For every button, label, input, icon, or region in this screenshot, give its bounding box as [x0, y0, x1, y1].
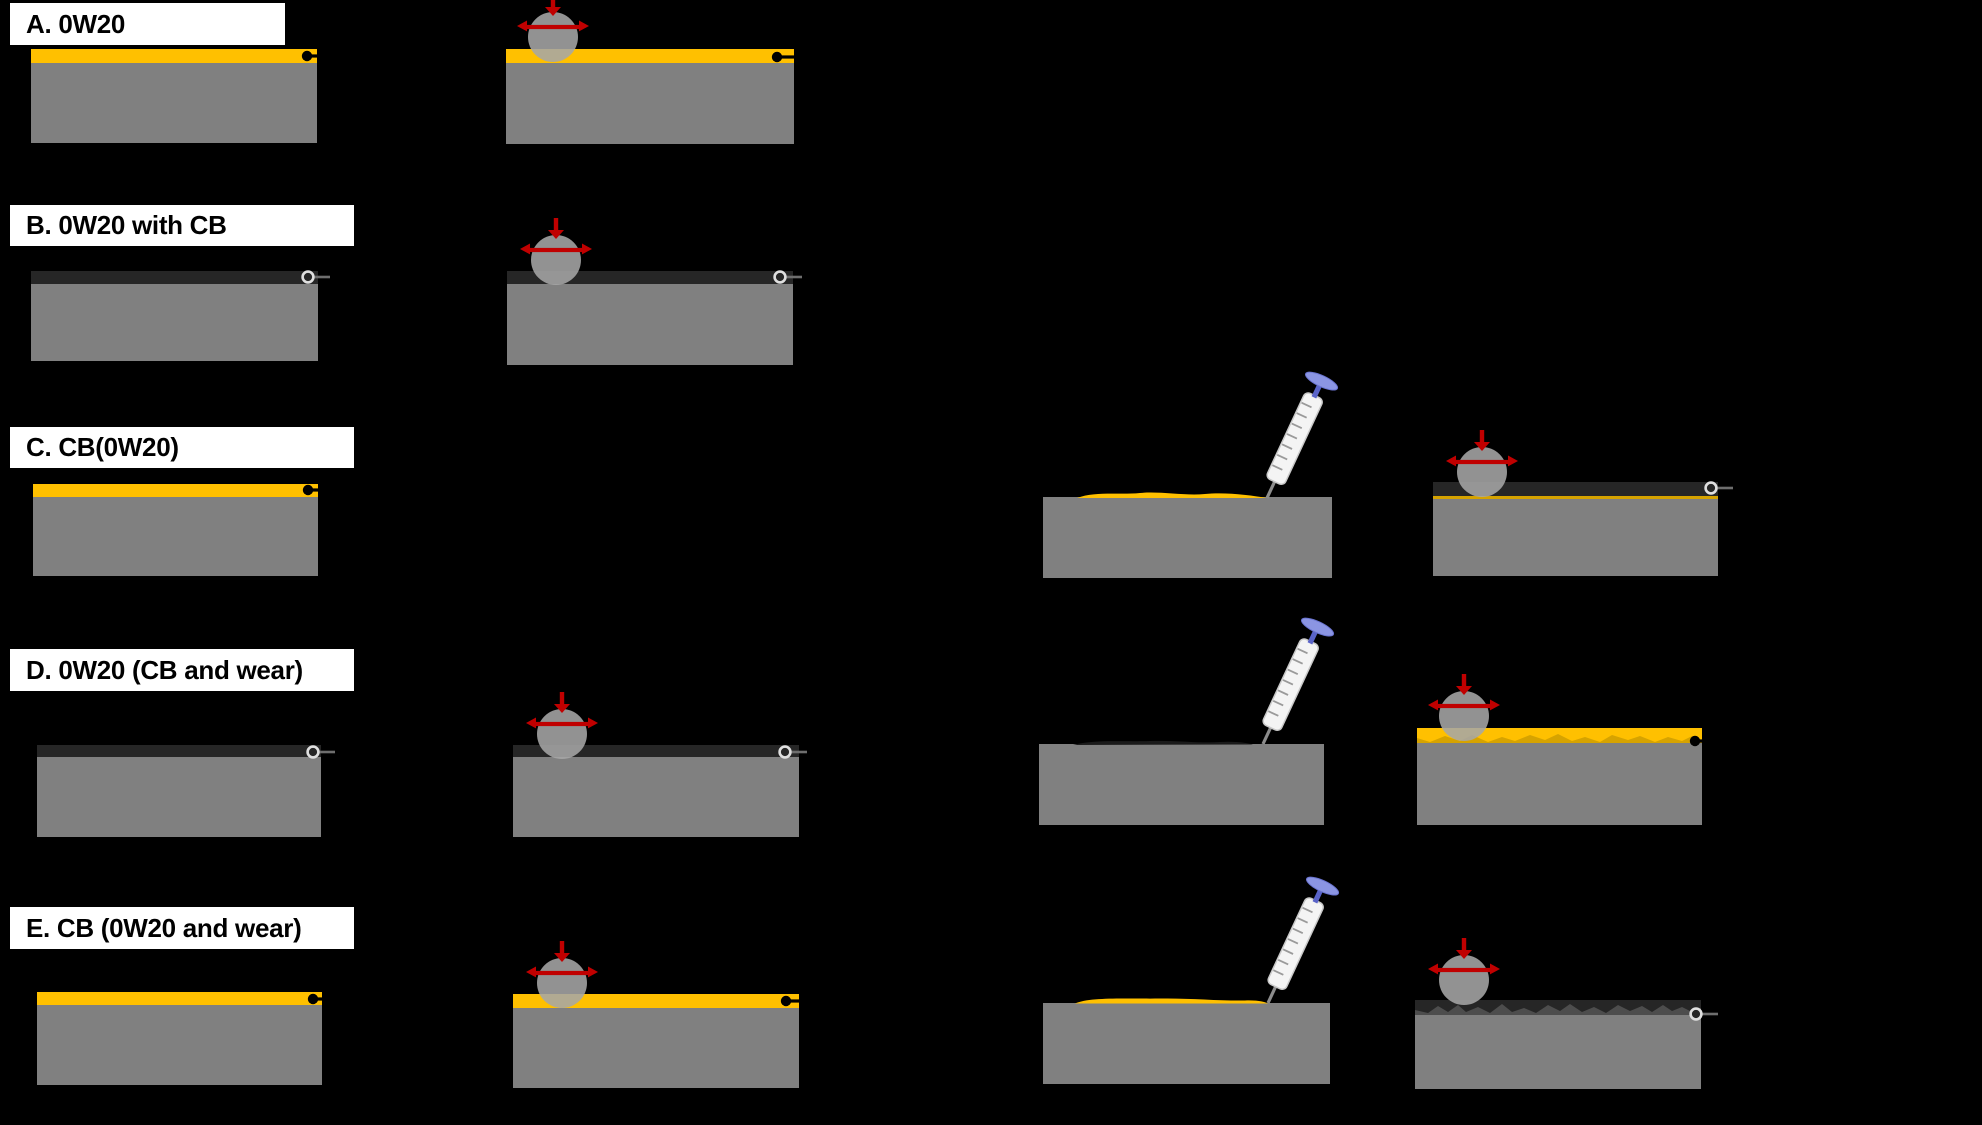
cb-film-layer	[37, 745, 321, 757]
substrate-block	[37, 1005, 322, 1085]
row-d: D. 0W20 (CB and wear)	[10, 613, 1717, 837]
wear-debris-texture	[1417, 734, 1702, 743]
substrate-block	[37, 757, 321, 837]
row-e-label-box	[10, 907, 354, 949]
oil-film-layer	[31, 49, 317, 63]
row-d-rubbing-test	[513, 692, 809, 837]
substrate-block	[1433, 499, 1718, 576]
row-d-label-box	[10, 649, 354, 691]
row-d-fresh-specimen	[37, 745, 337, 837]
oil-film-layer	[506, 49, 794, 63]
row-e-label: E. CB (0W20 and wear)	[26, 913, 301, 943]
oil-smear	[1075, 998, 1268, 1004]
substrate-block	[31, 63, 317, 143]
row-a-label: A. 0W20	[26, 9, 125, 39]
row-c-label: C. CB(0W20)	[26, 432, 179, 462]
substrate-block	[513, 1008, 799, 1088]
row-d-rubbing-test-worn-oil	[1417, 674, 1717, 825]
row-c: C. CB(0W20)	[10, 367, 1735, 578]
row-b: B. 0W20 with CB	[10, 205, 804, 365]
cb-smear	[1073, 740, 1253, 745]
row-e-rubbing-test	[513, 941, 808, 1088]
row-b-label-box	[10, 205, 354, 246]
row-a-fresh-specimen	[31, 49, 329, 143]
substrate-block	[33, 497, 318, 576]
row-a-label-box	[10, 3, 285, 45]
substrate-block	[1415, 1015, 1701, 1089]
row-a-rubbing-test	[506, 0, 799, 144]
row-b-label: B. 0W20 with CB	[26, 210, 227, 240]
substrate-block	[31, 284, 318, 361]
substrate-block	[506, 63, 794, 144]
row-c-label-box	[10, 427, 354, 468]
cb-film-layer	[1433, 482, 1718, 496]
substrate-block	[513, 757, 799, 837]
row-e: E. CB (0W20 and wear)	[10, 872, 1720, 1089]
wear-debris-texture	[1415, 1004, 1701, 1015]
residual-oil-line	[1433, 496, 1718, 499]
row-a: A. 0W20	[10, 0, 799, 144]
row-c-film-sampling	[1043, 367, 1341, 578]
substrate-block	[1417, 743, 1702, 825]
cb-film-layer	[513, 745, 799, 757]
row-d-film-sampling	[1039, 613, 1337, 825]
row-c-rubbing-test	[1433, 430, 1735, 576]
row-e-fresh-specimen	[37, 992, 335, 1085]
row-e-rubbing-test-worn-cb	[1415, 938, 1720, 1089]
oil-film-layer	[37, 992, 322, 1005]
cb-oil-film-layer	[507, 271, 793, 284]
cb-oil-film-layer	[31, 271, 318, 284]
substrate-block	[1043, 497, 1332, 578]
row-d-label: D. 0W20 (CB and wear)	[26, 655, 303, 685]
oil-film-layer	[513, 994, 799, 1008]
oil-smear	[1077, 492, 1267, 498]
row-b-fresh-specimen	[31, 270, 332, 361]
substrate-block	[1039, 744, 1324, 825]
substrate-block	[507, 284, 793, 365]
row-e-film-sampling	[1043, 872, 1342, 1084]
row-c-fresh-specimen	[33, 484, 330, 576]
row-b-rubbing-test	[507, 218, 804, 365]
oil-film-layer	[33, 484, 318, 497]
substrate-block	[1043, 1003, 1330, 1084]
